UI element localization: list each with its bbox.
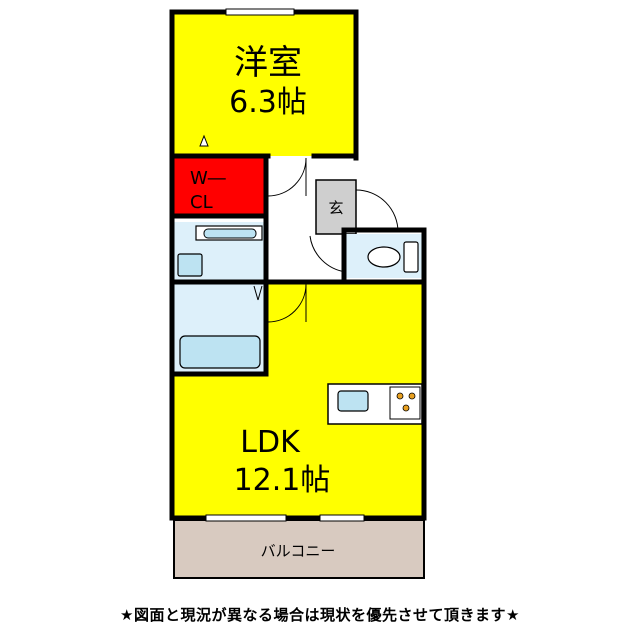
door-swing-ldk [267,283,307,323]
toilet-tank [403,241,419,273]
washing-machine-pan [177,253,203,277]
ldk-room-name: LDK [240,425,301,460]
western-room [174,14,354,156]
window [205,514,287,522]
door-swing-entrance [355,189,399,233]
stove-burner [402,404,410,412]
entrance-label: 玄 [328,199,343,217]
stove-burner [396,392,404,400]
hallway [266,158,314,282]
stove-burner [408,392,416,400]
window [319,514,365,522]
western-room-name: 洋室 [234,43,302,83]
footer-note: ★図面と現況が異なる場合は現状を優先させて頂きます★ [120,606,520,624]
walk-in-closet [174,158,264,214]
toilet-bowl [367,246,401,268]
door-swing-closet [267,157,307,197]
folding-door [253,285,259,301]
balcony-area [173,519,425,579]
washbasin [203,228,257,239]
ldk-room [174,284,422,516]
ldk-room-size: 12.1帖 [234,463,331,498]
balcony-label: バルコニー [261,542,336,560]
window [225,8,295,16]
door-marker [199,134,209,147]
bathtub [179,335,261,369]
door-swing-toilet [309,235,347,273]
stove-area [389,386,421,420]
closet-label-line1: W― [190,168,226,189]
kitchen-sink [337,390,369,412]
closet-label-line2: CL [190,192,213,213]
folding-door [257,285,263,301]
entrance-area [315,179,357,235]
western-room-size: 6.3帖 [229,85,307,120]
